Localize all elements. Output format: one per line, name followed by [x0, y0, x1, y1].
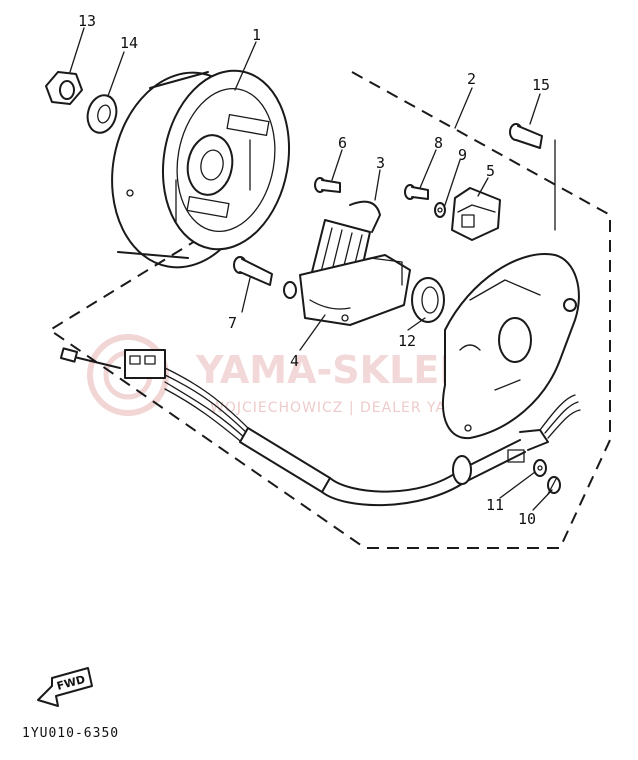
- screw-8: [404, 184, 429, 200]
- callout-2: 2: [467, 70, 476, 88]
- leader-lines: [69, 27, 556, 511]
- callout-6: 6: [338, 134, 347, 152]
- oil-seal: [411, 277, 445, 323]
- callout-8: 8: [434, 134, 443, 152]
- screw-15: [509, 123, 543, 149]
- callout-9: 9: [458, 146, 467, 164]
- washer: [86, 94, 118, 134]
- lighting-coil: [299, 254, 411, 326]
- callout-10: 10: [518, 510, 536, 528]
- callout-4: 4: [290, 352, 299, 370]
- screw-7: [233, 256, 273, 286]
- screw-10: [547, 476, 561, 495]
- part-callouts: 13 14 1 2 15 6 3 8 9 5 7 4 12 11 10: [78, 12, 550, 528]
- fwd-direction-arrow: FWD: [37, 667, 93, 707]
- stator-base-plate: [442, 253, 580, 440]
- nut: [45, 71, 83, 105]
- wire-harness: [59, 347, 581, 507]
- watermark-subtitle: WOJCIECHOWICZ | DEALER YAMAHA: [210, 400, 492, 416]
- washer-9: [434, 202, 446, 218]
- callout-13: 13: [78, 12, 96, 30]
- callout-5: 5: [486, 162, 495, 180]
- callout-14: 14: [120, 34, 138, 52]
- callout-12: 12: [398, 332, 416, 350]
- screw-6: [314, 177, 341, 193]
- clip: [283, 281, 297, 299]
- flywheel-rotor: [111, 69, 291, 269]
- washer-11: [533, 459, 547, 477]
- callout-15: 15: [532, 76, 550, 94]
- callout-11: 11: [486, 496, 504, 514]
- figure-code: 1YU010-6350: [22, 726, 119, 741]
- callout-1: 1: [252, 26, 261, 44]
- callout-7: 7: [228, 314, 237, 332]
- callout-3: 3: [376, 154, 385, 172]
- pulser-coil: [451, 187, 501, 241]
